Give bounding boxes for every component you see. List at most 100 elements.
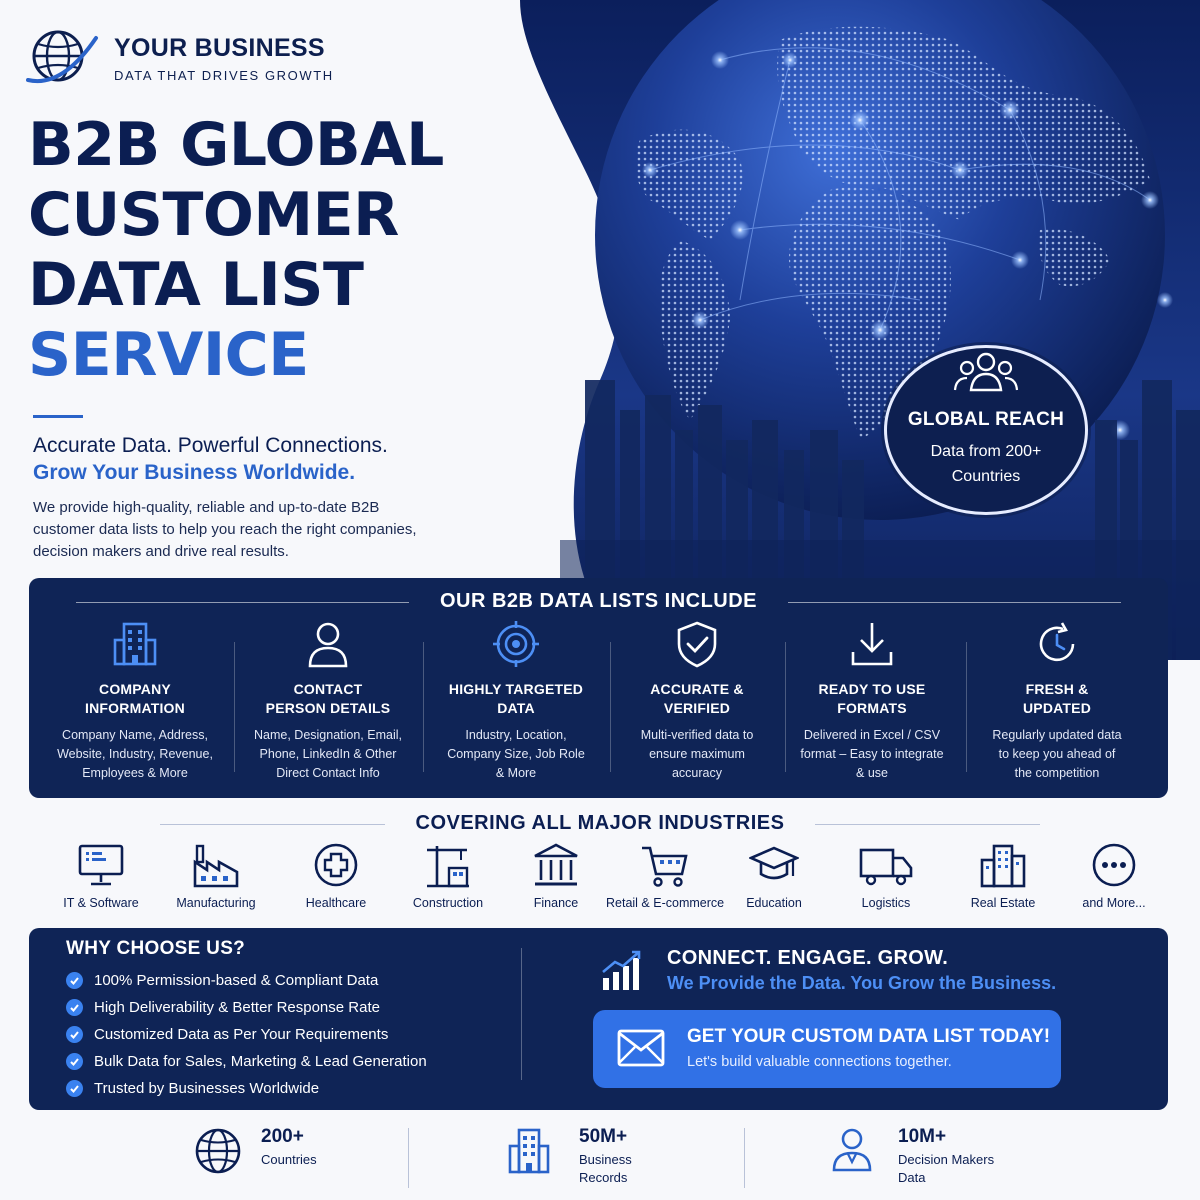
feature-desc: Multi-verified data to (640, 728, 754, 742)
building-icon (508, 1128, 550, 1174)
divider (521, 948, 522, 1080)
feature-title: CONTACT (293, 681, 363, 697)
feature-title: FORMATS (837, 700, 907, 716)
why-item-text: 100% Permission-based & Compliant Data (94, 972, 379, 989)
industry-label: Healthcare (305, 896, 367, 910)
truck-icon (859, 848, 913, 886)
why-item-text: Customized Data as Per Your Requirements (94, 1026, 389, 1043)
feature-title: DATA (497, 700, 535, 716)
stat-label: Countries (261, 1152, 317, 1167)
feature-title: UPDATED (1022, 700, 1092, 716)
feature-desc: ensure maximum (649, 747, 745, 761)
crane-icon (427, 846, 469, 888)
feature-desc: Company Name, Address, (62, 728, 208, 742)
globe-icon (195, 1128, 241, 1174)
divider (408, 1128, 409, 1188)
reach-subtitle: Data from 200+ Countries (930, 443, 1042, 485)
industry-manufacturing: Manufacturing (157, 842, 275, 910)
feature-title: COMPANY (99, 681, 171, 697)
industry-label: Construction (412, 896, 484, 910)
industry-label: Manufacturing (176, 896, 256, 910)
divider (234, 642, 235, 772)
list-item: 100% Permission-based & Compliant Data (66, 967, 427, 994)
stat-value: 10M+ (898, 1126, 947, 1147)
industry-label: Finance (533, 896, 579, 910)
cart-icon (642, 846, 688, 887)
divider (33, 415, 83, 418)
page-title: B2B GLOBAL CUSTOMER DATA LIST SERVICE (28, 110, 444, 390)
industry-label: and More... (1082, 896, 1146, 910)
why-list: 100% Permission-based & Compliant Data H… (66, 967, 427, 1102)
feature-title: VERIFIED (663, 700, 731, 716)
feature-title: PERSON DETAILS (265, 700, 391, 716)
industry-label: Logistics (861, 896, 911, 910)
feature-company-information: COMPANY INFORMATION Company Name, Address… (51, 620, 219, 783)
feature-title: READY TO USE (818, 681, 926, 697)
industry-healthcare: Healthcare (277, 842, 395, 910)
factory-icon (193, 844, 239, 888)
list-item: Customized Data as Per Your Requirements (66, 1021, 427, 1048)
divider (423, 642, 424, 772)
people-group-icon (953, 352, 1019, 392)
monitor-icon (78, 844, 124, 886)
feature-title: ACCURATE & (650, 681, 744, 697)
industry-construction: Construction (389, 842, 507, 910)
feature-desc: format – Easy to integrate (800, 747, 944, 761)
industry-education: Education (715, 842, 833, 910)
stat-value: 50M+ (579, 1126, 628, 1147)
industry-logistics: Logistics (827, 842, 945, 910)
feature-title: FRESH & (1025, 681, 1089, 697)
stat-label: Business (579, 1152, 632, 1167)
stat-label: Decision Makers (898, 1152, 995, 1167)
feature-desc: Website, Industry, Revenue, (57, 747, 213, 761)
headline-line: DATA LIST (28, 250, 364, 320)
industry-label: Education (746, 896, 802, 910)
check-icon (66, 1026, 83, 1043)
check-icon (66, 1080, 83, 1097)
cta-button-sublabel: Let's build valuable connections togethe… (687, 1054, 952, 1070)
feature-desc: the competition (1014, 766, 1100, 780)
stat-label: Records (579, 1170, 628, 1185)
divider (966, 642, 967, 772)
industry-real-estate: Real Estate (944, 842, 1062, 910)
feature-desc: & use (856, 766, 888, 780)
why-title: WHY CHOOSE US? (66, 938, 246, 959)
feature-title: HIGHLY TARGETED (448, 681, 584, 697)
features-heading: OUR B2B DATA LISTS INCLUDE (29, 590, 1168, 613)
feature-desc: to keep you ahead of (998, 747, 1116, 761)
check-icon (66, 999, 83, 1016)
feature-desc: & More (495, 766, 537, 780)
cta-title: CONNECT. ENGAGE. GROW. (667, 947, 949, 969)
headline-line: B2B GLOBAL (28, 110, 444, 180)
get-data-list-button[interactable]: GET YOUR CUSTOM DATA LIST TODAY! Let's b… (593, 1010, 1061, 1088)
buildings-icon (980, 844, 1026, 888)
feature-accurate-verified: ACCURATE & VERIFIED Multi-verified data t… (613, 620, 781, 783)
global-reach-badge: GLOBAL REACH Data from 200+ Countries (884, 345, 1088, 515)
feature-contact-person: CONTACT PERSON DETAILS Name, Designation,… (244, 620, 412, 783)
divider (610, 642, 611, 772)
feature-desc: Delivered in Excel / CSV (803, 728, 941, 742)
feature-desc: Regularly updated data (992, 728, 1122, 742)
list-item: Trusted by Businesses Worldwide (66, 1075, 427, 1102)
person-icon (308, 622, 348, 668)
headline-line: CUSTOMER (28, 180, 399, 250)
industry-label: Retail & E-commerce (606, 896, 725, 910)
feature-desc: Name, Designation, Email, (254, 728, 402, 742)
why-item-text: Bulk Data for Sales, Marketing & Lead Ge… (94, 1053, 427, 1070)
check-icon (66, 972, 83, 989)
feature-desc: Direct Contact Info (276, 766, 380, 780)
building-icon (113, 622, 157, 666)
why-choose-panel: WHY CHOOSE US? 100% Permission-based & C… (29, 928, 1168, 1110)
stat-countries: 200+ Countries (193, 1126, 317, 1176)
feature-title: INFORMATION (85, 700, 185, 716)
feature-desc: Industry, Location, (465, 728, 567, 742)
features-panel: OUR B2B DATA LISTS INCLUDE COMPANY INFORM… (29, 578, 1168, 798)
industry-it-software: IT & Software (42, 842, 160, 910)
stat-label: Data (898, 1170, 926, 1185)
brand: YOUR BUSINESS DATA THAT DRIVES GROWTH (26, 26, 334, 90)
feature-desc: Employees & More (82, 766, 188, 780)
divider (744, 1128, 745, 1188)
